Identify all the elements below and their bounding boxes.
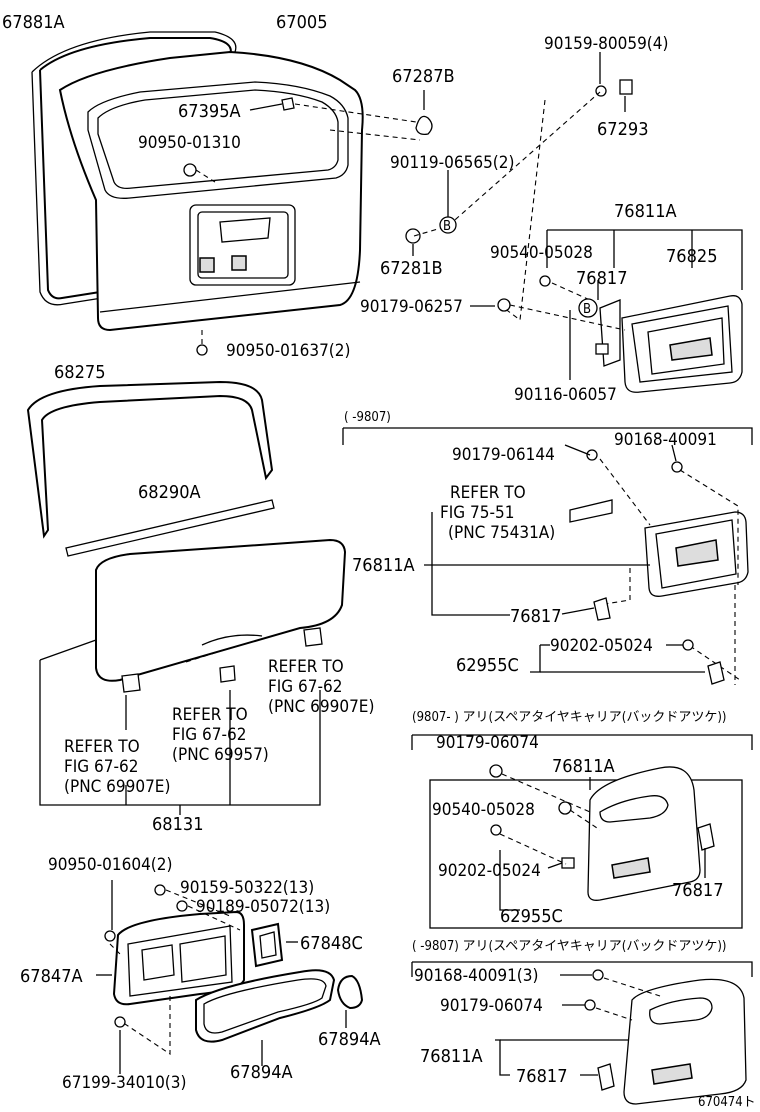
label-90179-06257: 90179-06257 xyxy=(360,297,463,317)
label-90168-40091-sec3: 90168-40091(3) xyxy=(414,966,538,986)
label-67881A: 67881A xyxy=(2,12,65,33)
label-68290A: 68290A xyxy=(138,482,201,503)
label-76811A-sec2: 76811A xyxy=(552,756,615,777)
weatherstrip-68275 xyxy=(26,380,274,539)
label-90179-06074-sec3: 90179-06074 xyxy=(440,996,543,1016)
label-68131: 68131 xyxy=(152,814,204,835)
label-90950-01604: 90950-01604(2) xyxy=(48,855,172,875)
cushion-67281B xyxy=(405,228,421,244)
label-67894A-large: 67894A xyxy=(230,1062,293,1083)
label-76817-sec2: 76817 xyxy=(672,880,724,901)
ref-67-62-a-line1: REFER TO xyxy=(64,737,140,757)
label-76811A-sec1: 76811A xyxy=(352,555,415,576)
label-90168-40091: 90168-40091 xyxy=(614,430,717,450)
label-76817-sec3: 76817 xyxy=(516,1066,568,1087)
label-76817-top: 76817 xyxy=(576,268,628,289)
ref-67-62-a-line2: FIG 67-62 xyxy=(64,757,138,777)
label-90189-05072: 90189-05072(13) xyxy=(196,897,330,917)
ref-67-62-c-line3: (PNC 69907E) xyxy=(268,697,374,717)
label-76817-sec1: 76817 xyxy=(510,606,562,627)
label-67287B: 67287B xyxy=(392,66,455,87)
ref-67-62-c-line1: REFER TO xyxy=(268,657,344,677)
ref-67-62-a-line3: (PNC 69907E) xyxy=(64,777,170,797)
ref-67-62-b-line3: (PNC 69957) xyxy=(172,745,269,765)
label-67281B: 67281B xyxy=(380,258,443,279)
label-67395A: 67395A xyxy=(178,101,241,122)
clip-90950-01310 xyxy=(183,163,197,177)
label-67199-34010: 67199-34010(3) xyxy=(62,1073,186,1093)
callout-circle-b2 xyxy=(578,298,598,318)
bumper-67287B xyxy=(415,115,433,136)
section3-range: ( -9807) アリ(スペアタイヤキャリア(バックドアツケ)) xyxy=(412,939,727,954)
label-67894A-small: 67894A xyxy=(318,1029,381,1050)
callout-b2: B xyxy=(583,302,591,317)
seal-67894A-large xyxy=(195,969,336,1043)
label-76811A-sec3: 76811A xyxy=(420,1046,483,1067)
label-62955C-sec1: 62955C xyxy=(456,655,519,676)
label-76825: 76825 xyxy=(666,246,718,267)
label-90119-06565: 90119-06565(2) xyxy=(390,153,514,173)
label-90159-80059: 90159-80059(4) xyxy=(544,34,668,54)
ref-67-62-b-line2: FIG 67-62 xyxy=(172,725,246,745)
weatherstrip-67881A xyxy=(39,37,232,300)
label-90202-05024-sec2: 90202-05024 xyxy=(438,861,541,881)
label-90159-50322: 90159-50322(13) xyxy=(180,878,314,898)
trim-board-68131 xyxy=(95,538,347,682)
ref-75-51-line3: (PNC 75431A) xyxy=(448,523,555,543)
label-76811A-top: 76811A xyxy=(614,201,677,222)
label-90950-01310: 90950-01310 xyxy=(138,133,241,153)
nut-67293 xyxy=(619,79,633,95)
label-68275: 68275 xyxy=(54,362,106,383)
ref-67-62-c-line2: FIG 67-62 xyxy=(268,677,342,697)
label-90202-05024-sec1: 90202-05024 xyxy=(550,636,653,656)
callout-circle-b1 xyxy=(439,216,457,234)
label-90179-06144: 90179-06144 xyxy=(452,445,555,465)
label-90950-01637: 90950-01637(2) xyxy=(226,341,350,361)
stopper-67395A xyxy=(281,97,295,111)
section1-range: ( -9807) xyxy=(344,410,391,425)
label-90540-05028-top: 90540-05028 xyxy=(490,243,593,263)
clip-90950-01637 xyxy=(196,344,208,356)
seal-67894A-small xyxy=(336,974,364,1010)
ref-75-51-line1: REFER TO xyxy=(450,483,526,503)
label-62955C-sec2: 62955C xyxy=(500,906,563,927)
label-90179-06074-sec2: 90179-06074 xyxy=(436,733,539,753)
label-67293: 67293 xyxy=(597,119,649,140)
label-90540-05028-sec2: 90540-05028 xyxy=(432,800,535,820)
ref-75-51-line2: FIG 75-51 xyxy=(440,503,514,523)
label-67847A: 67847A xyxy=(20,966,83,987)
label-67005: 67005 xyxy=(276,12,328,33)
label-67848C: 67848C xyxy=(300,933,363,954)
ref-67-62-b-line1: REFER TO xyxy=(172,705,248,725)
stripe-68290A xyxy=(65,499,275,557)
figure-code: 670474ト xyxy=(698,1095,756,1110)
label-90116-06057: 90116-06057 xyxy=(514,385,617,405)
callout-b1: B xyxy=(443,219,451,234)
section2-range: (9807- ) アリ(スペアタイヤキャリア(バックドアツケ)) xyxy=(412,710,727,725)
